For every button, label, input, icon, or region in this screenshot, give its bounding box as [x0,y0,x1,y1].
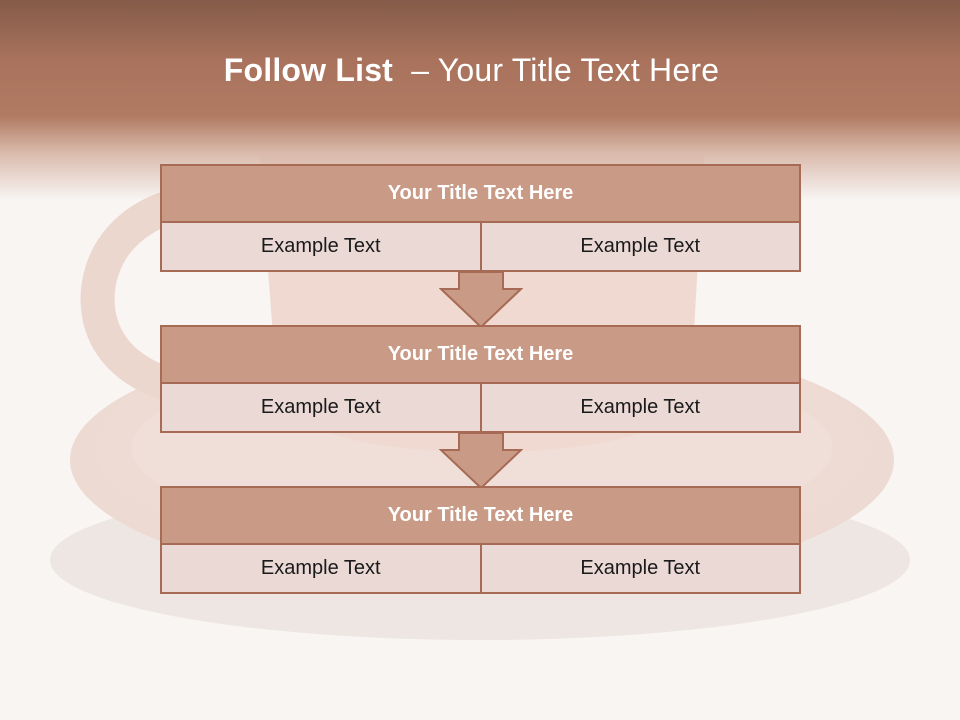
block-row: Example Text Example Text [162,384,799,431]
list-block-1: Your Title Text Here Example Text Exampl… [160,164,801,272]
block-cell-left: Example Text [162,384,480,431]
slide-title: Follow List – Your Title Text Here [0,52,943,89]
block-cell-right: Example Text [479,545,799,592]
slide-title-rest: – Your Title Text Here [393,52,720,88]
block-title: Your Title Text Here [162,166,799,223]
block-title: Your Title Text Here [162,488,799,545]
down-arrow-icon [439,271,523,329]
down-arrow-icon [439,432,523,490]
block-row: Example Text Example Text [162,545,799,592]
list-block-3: Your Title Text Here Example Text Exampl… [160,486,801,594]
block-cell-right: Example Text [479,384,799,431]
block-cell-left: Example Text [162,545,480,592]
block-cell-right: Example Text [479,223,799,270]
block-cell-left: Example Text [162,223,480,270]
slide-title-bold: Follow List [223,52,394,88]
block-row: Example Text Example Text [162,223,799,270]
block-title: Your Title Text Here [162,327,799,384]
list-block-2: Your Title Text Here Example Text Exampl… [160,325,801,433]
